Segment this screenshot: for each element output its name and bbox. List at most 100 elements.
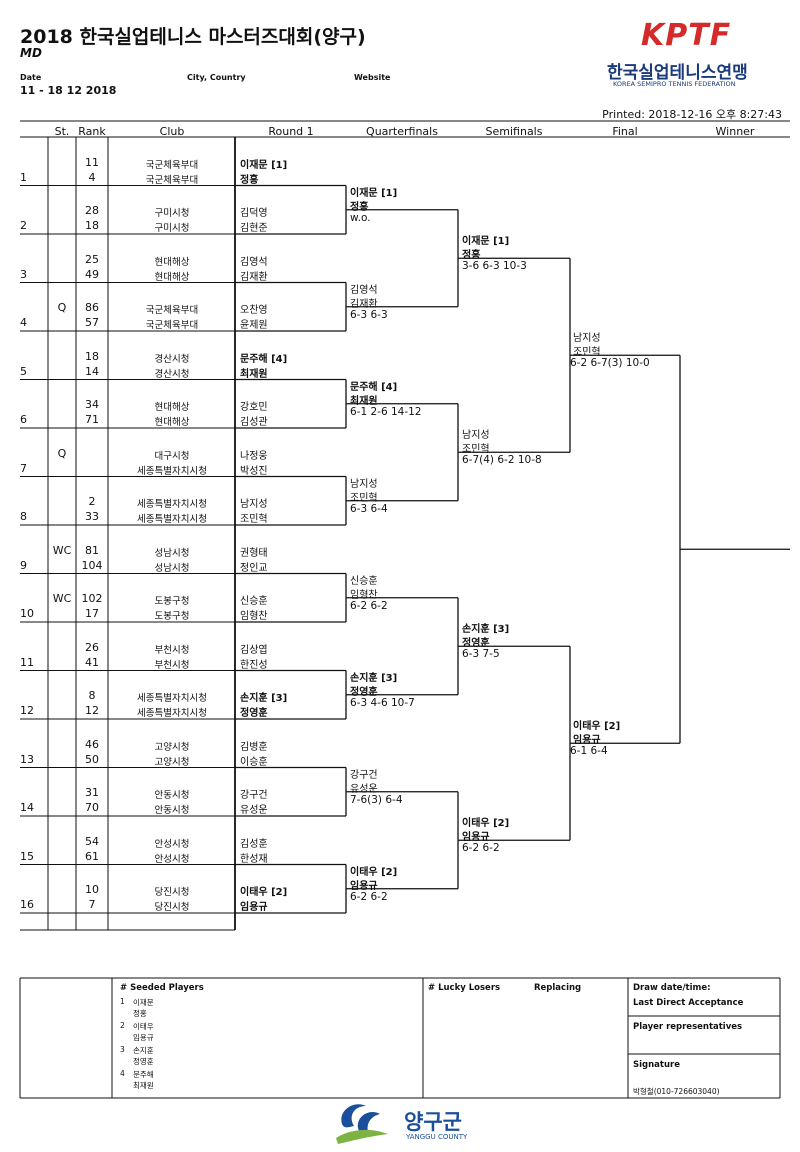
player-rank: 34 (85, 398, 99, 411)
player-name: 나정웅 (240, 450, 268, 462)
seed-partner-name: 정홍 (133, 1009, 147, 1018)
qf-player-name: 이재문 [1] (350, 187, 398, 199)
player-club: 세종특별자치시청 (137, 514, 207, 525)
player-name: 정홍 (240, 174, 259, 186)
player-club: 세종특별자치시청 (137, 708, 207, 719)
qf-player-name: 김재환 (350, 298, 378, 310)
col-header-semifinals: Semifinals (485, 125, 543, 138)
seed-number: 1 (120, 997, 125, 1006)
yanggu-logo-korean: 양구군 (404, 1110, 462, 1134)
col-header-final: Final (612, 125, 638, 138)
qf-player-name: 김영석 (350, 284, 378, 296)
seed-number: 2 (120, 1021, 125, 1030)
qf-player-name: 유성운 (350, 783, 378, 795)
player-club: 안동시청 (154, 805, 190, 816)
player-rank: 81 (85, 543, 99, 557)
player-rank: 49 (85, 267, 99, 281)
player-club: 도봉구청 (154, 611, 190, 622)
player-rank: 41 (85, 655, 99, 669)
seed-partner-name: 정영훈 (133, 1057, 154, 1066)
player-name: 강호민 (240, 402, 268, 413)
player-name: 문주해 [4] (240, 353, 288, 365)
player-rank: 71 (85, 413, 99, 426)
sf-player-name: 임용규 (462, 832, 490, 844)
player-name: 임형찬 (240, 611, 268, 622)
player-rank: 86 (85, 301, 99, 314)
signature-label: Signature (633, 1060, 680, 1070)
player-rank: 18 (85, 349, 99, 363)
player-name: 신승훈 (240, 596, 268, 607)
player-rank: 2 (88, 495, 96, 508)
player-name: 한진성 (240, 659, 268, 671)
player-name: 김상엽 (240, 644, 268, 656)
player-club: 세종특별자치시청 (137, 465, 207, 477)
draw-position: 12 (20, 704, 34, 717)
player-name: 강구건 (240, 790, 268, 801)
player-name: 이재문 [1] (240, 159, 288, 171)
sf-player-name: 정홍 (462, 250, 481, 262)
player-rank: 11 (85, 155, 99, 169)
qf-player-name: 임형찬 (350, 589, 378, 601)
event-dates: 11 - 18 12 2018 (20, 84, 117, 97)
player-rank: 14 (85, 364, 99, 378)
player-rank: 104 (81, 558, 103, 572)
col-header-club: Club (159, 125, 185, 138)
player-rank: 12 (85, 704, 99, 717)
player-club: 국군체육부대 (145, 305, 199, 316)
draw-position: 3 (20, 267, 27, 281)
player-name: 김성훈 (240, 838, 268, 850)
website-label: Website (354, 73, 391, 82)
player-name: 이승훈 (240, 756, 268, 768)
player-name: 김덕영 (240, 208, 268, 219)
player-club: 구미시청 (154, 223, 190, 234)
player-club: 당진시청 (154, 902, 190, 913)
player-club: 고양시청 (154, 756, 190, 768)
referee-contact: 박형철(010-726603040) (633, 1087, 720, 1096)
player-name: 이태우 [2] (240, 887, 288, 898)
draw-position: 6 (20, 413, 27, 426)
player-name: 김병훈 (240, 741, 268, 753)
sf-player-name: 이태우 [2] (462, 818, 510, 830)
qf-score: 6-2 6-2 (350, 599, 388, 612)
qf-player-name: 강구건 (350, 769, 378, 781)
sf-player-name: 손지훈 [3] (462, 624, 510, 636)
player-club: 현대해상 (154, 417, 190, 428)
player-name: 김영석 (240, 256, 268, 268)
player-name: 유성운 (240, 805, 268, 816)
player-name: 권형태 (240, 547, 268, 559)
player-club: 국군체육부대 (145, 320, 199, 331)
finalist-name: 이태우 [2] (573, 721, 621, 733)
draw-position: 7 (20, 461, 27, 475)
qf-player-name: 정영훈 (350, 686, 378, 698)
player-club: 경산시청 (154, 353, 190, 365)
last-direct-acceptance-label: Last Direct Acceptance (633, 998, 744, 1008)
qf-score: 7-6(3) 6-4 (350, 793, 403, 806)
seed-partner-name: 임용규 (133, 1033, 154, 1042)
player-name: 김성관 (240, 417, 268, 428)
page-title: 2018 한국실업테니스 마스터즈대회(양구) (20, 26, 366, 48)
yanggu-logo-english: YANGGU COUNTY (406, 1133, 468, 1141)
seeded-players-title: # Seeded Players (120, 983, 204, 993)
city-label: City, Country (187, 73, 246, 82)
player-club: 현대해상 (154, 256, 190, 268)
player-rank: 17 (85, 607, 99, 620)
qf-score: 6-3 4-6 10-7 (350, 696, 415, 709)
draw-position: 8 (20, 510, 27, 523)
final-score: 6-2 6-7(3) 10-0 (570, 357, 650, 370)
sf-player-name: 남지성 (462, 430, 490, 442)
entry-status: Q (57, 301, 67, 314)
sf-score: 6-7(4) 6-2 10-8 (462, 454, 542, 467)
finalist-name: 임용규 (573, 735, 601, 747)
player-rank: 54 (85, 834, 99, 848)
seed-player-name: 이태우 (133, 1022, 154, 1031)
player-rank: 28 (85, 204, 99, 217)
seed-player-name: 손지훈 (133, 1046, 154, 1055)
player-club: 고양시청 (154, 741, 190, 753)
player-name: 최재원 (240, 368, 268, 380)
player-rank: 25 (85, 252, 99, 266)
draw-position: 9 (20, 558, 27, 572)
printed-timestamp: Printed: 2018-12-16 오후 8:27:43 (602, 108, 782, 121)
player-club: 국군체육부대 (145, 174, 199, 186)
player-club: 안성시청 (154, 838, 190, 850)
